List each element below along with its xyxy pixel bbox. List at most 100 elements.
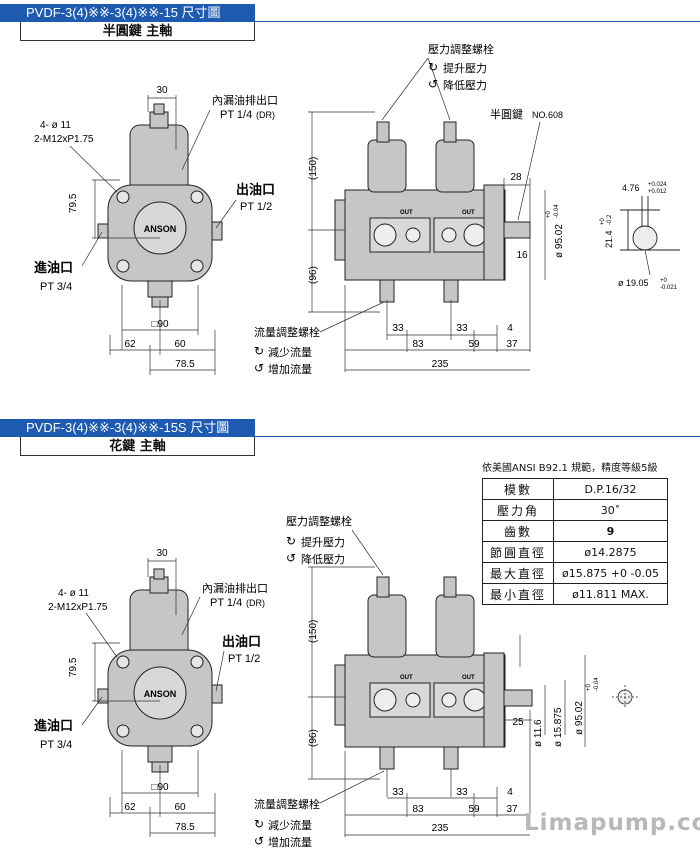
pressure-down-label-2: 降低壓力 — [301, 552, 345, 566]
drain-tag-1: (DR) — [256, 110, 275, 120]
tol-95-a-1: +0 — [546, 210, 552, 218]
tol-95-a-2: +0 — [586, 683, 592, 691]
spline-spec-note: 依美國ANSI B92.1 規範，精度等級5級 — [482, 463, 658, 474]
key-height-tol-b: -0.2 — [607, 214, 613, 225]
dim-83-1: 83 — [412, 339, 424, 350]
thread-label-2: 2-M12xP1.75 — [48, 602, 108, 613]
shaft-key-detail — [620, 196, 680, 251]
shaft-dia-1: ø 19.05 — [618, 278, 649, 288]
pressure-down-icon-2: ↺ — [286, 551, 296, 565]
pressure-up-label-2: 提升壓力 — [301, 536, 345, 549]
spec-key: 最大直徑 — [482, 562, 554, 584]
side-view-1 — [334, 121, 531, 303]
dim-25-2: 25 — [512, 717, 524, 728]
dim-96-1: (96) — [308, 266, 319, 284]
spec-key: 最小直徑 — [482, 583, 554, 605]
outlet-label-1: 出油口 — [236, 182, 275, 197]
dim-37-2: 37 — [506, 804, 518, 815]
dim-28-1: 28 — [510, 172, 522, 183]
spec-key: 模數 — [482, 478, 554, 500]
dim-60-1: 60 — [174, 339, 186, 350]
spec-value: 30˚ — [553, 499, 668, 521]
out-label-2b: OUT — [462, 675, 475, 681]
flow-down-label-2: 減少流量 — [268, 818, 312, 832]
dim-30-1: 30 — [156, 85, 168, 96]
tol-95-b-1: -0.04 — [554, 204, 560, 218]
spec-value: ø11.811 MAX. — [553, 583, 668, 605]
dim-90-2: □90 — [151, 782, 169, 793]
watermark: Limapump.com — [524, 810, 700, 836]
drain-size-1: PT 1/4 — [220, 109, 252, 121]
tol-95-b-2: -0.04 — [594, 677, 600, 691]
dim-150-1: (150) — [308, 157, 319, 180]
shaft-tol-b: -0.021 — [660, 285, 678, 291]
section2-subtitle: 花鍵 主軸 — [20, 437, 255, 456]
brand-label-1: ANSON — [144, 224, 177, 234]
dim-235-2: 235 — [432, 823, 449, 834]
dim-33b-1: 33 — [456, 323, 468, 334]
flow-screw-label-1: 流量調整螺栓 — [254, 325, 320, 339]
inlet-size-1: PT 3/4 — [40, 281, 72, 293]
dim-37-1: 37 — [506, 339, 518, 350]
thread-label-1: 2-M12xP1.75 — [34, 134, 94, 145]
pressure-up-icon-2: ↻ — [286, 534, 296, 548]
dim-59-2: 59 — [468, 804, 480, 815]
dim-62-2: 62 — [124, 802, 136, 813]
flow-up-label-2: 增加流量 — [268, 835, 312, 849]
dim-90-1: □90 — [151, 319, 169, 330]
key-no-1: NO.608 — [532, 110, 563, 120]
inlet-label-1: 進油口 — [34, 260, 73, 275]
dim-62-1: 62 — [124, 339, 136, 350]
spline-detail-icon — [612, 685, 638, 709]
flow-up-label-1: 增加流量 — [268, 362, 312, 376]
front-view-1 — [97, 103, 223, 308]
inlet-label-2: 進油口 — [34, 718, 73, 733]
dim-79-5-1: 79.5 — [68, 193, 79, 213]
brand-label-2: ANSON — [144, 689, 177, 699]
dim-33a-1: 33 — [392, 323, 404, 334]
flow-down-icon-1: ↻ — [254, 344, 264, 358]
dim-78-5-2: 78.5 — [175, 822, 195, 833]
dim-60-2: 60 — [174, 802, 186, 813]
pressure-up-icon-1: ↻ — [428, 60, 438, 74]
dim-95-02-2: ø 95.02 — [574, 701, 585, 735]
section2-rule — [255, 436, 700, 437]
drain-label-1: 內漏油排出口 — [212, 93, 278, 107]
dim-235-1: 235 — [432, 359, 449, 370]
key-height-1: 21.4 — [604, 230, 614, 248]
spec-value: 9 — [553, 520, 668, 542]
dim-95-02-1: ø 95.02 — [554, 224, 565, 258]
dim-33b-2: 33 — [456, 787, 468, 798]
outlet-size-1: PT 1/2 — [240, 201, 272, 213]
holes-label-2: 4- ø 11 — [58, 588, 89, 599]
dim-4-1: 4 — [507, 323, 513, 334]
out-label-1b: OUT — [462, 210, 475, 216]
flow-down-label-1: 減少流量 — [268, 345, 312, 359]
drain-size-2: PT 1/4 — [210, 597, 242, 609]
front-view-2 — [97, 568, 223, 773]
spec-key: 壓力角 — [482, 499, 554, 521]
out-label-2a: OUT — [400, 675, 413, 681]
section1-header: PVDF-3(4)※※-3(4)※※-15 尺寸圖 半圓鍵 主軸 — [0, 4, 255, 41]
outlet-size-2: PT 1/2 — [228, 653, 260, 665]
outlet-label-2: 出油口 — [222, 634, 261, 649]
spec-key: 齒數 — [482, 520, 554, 542]
dim-30-2: 30 — [156, 548, 168, 559]
dim-33a-2: 33 — [392, 787, 404, 798]
section2-drawing: ANSON 30 79.5 □90 62 60 78.5 4- ø 11 2-M… — [34, 514, 638, 849]
pressure-down-icon-1: ↺ — [428, 77, 438, 91]
inlet-size-2: PT 3/4 — [40, 739, 72, 751]
flow-up-icon-2: ↺ — [254, 834, 264, 848]
spec-value: ø14.2875 — [553, 541, 668, 563]
dim-11-6-2: ø 11.6 — [533, 719, 544, 747]
drain-label-2: 內漏油排出口 — [202, 581, 268, 595]
section1-rule — [255, 21, 700, 22]
key-height-tol-a: +0 — [600, 217, 606, 225]
